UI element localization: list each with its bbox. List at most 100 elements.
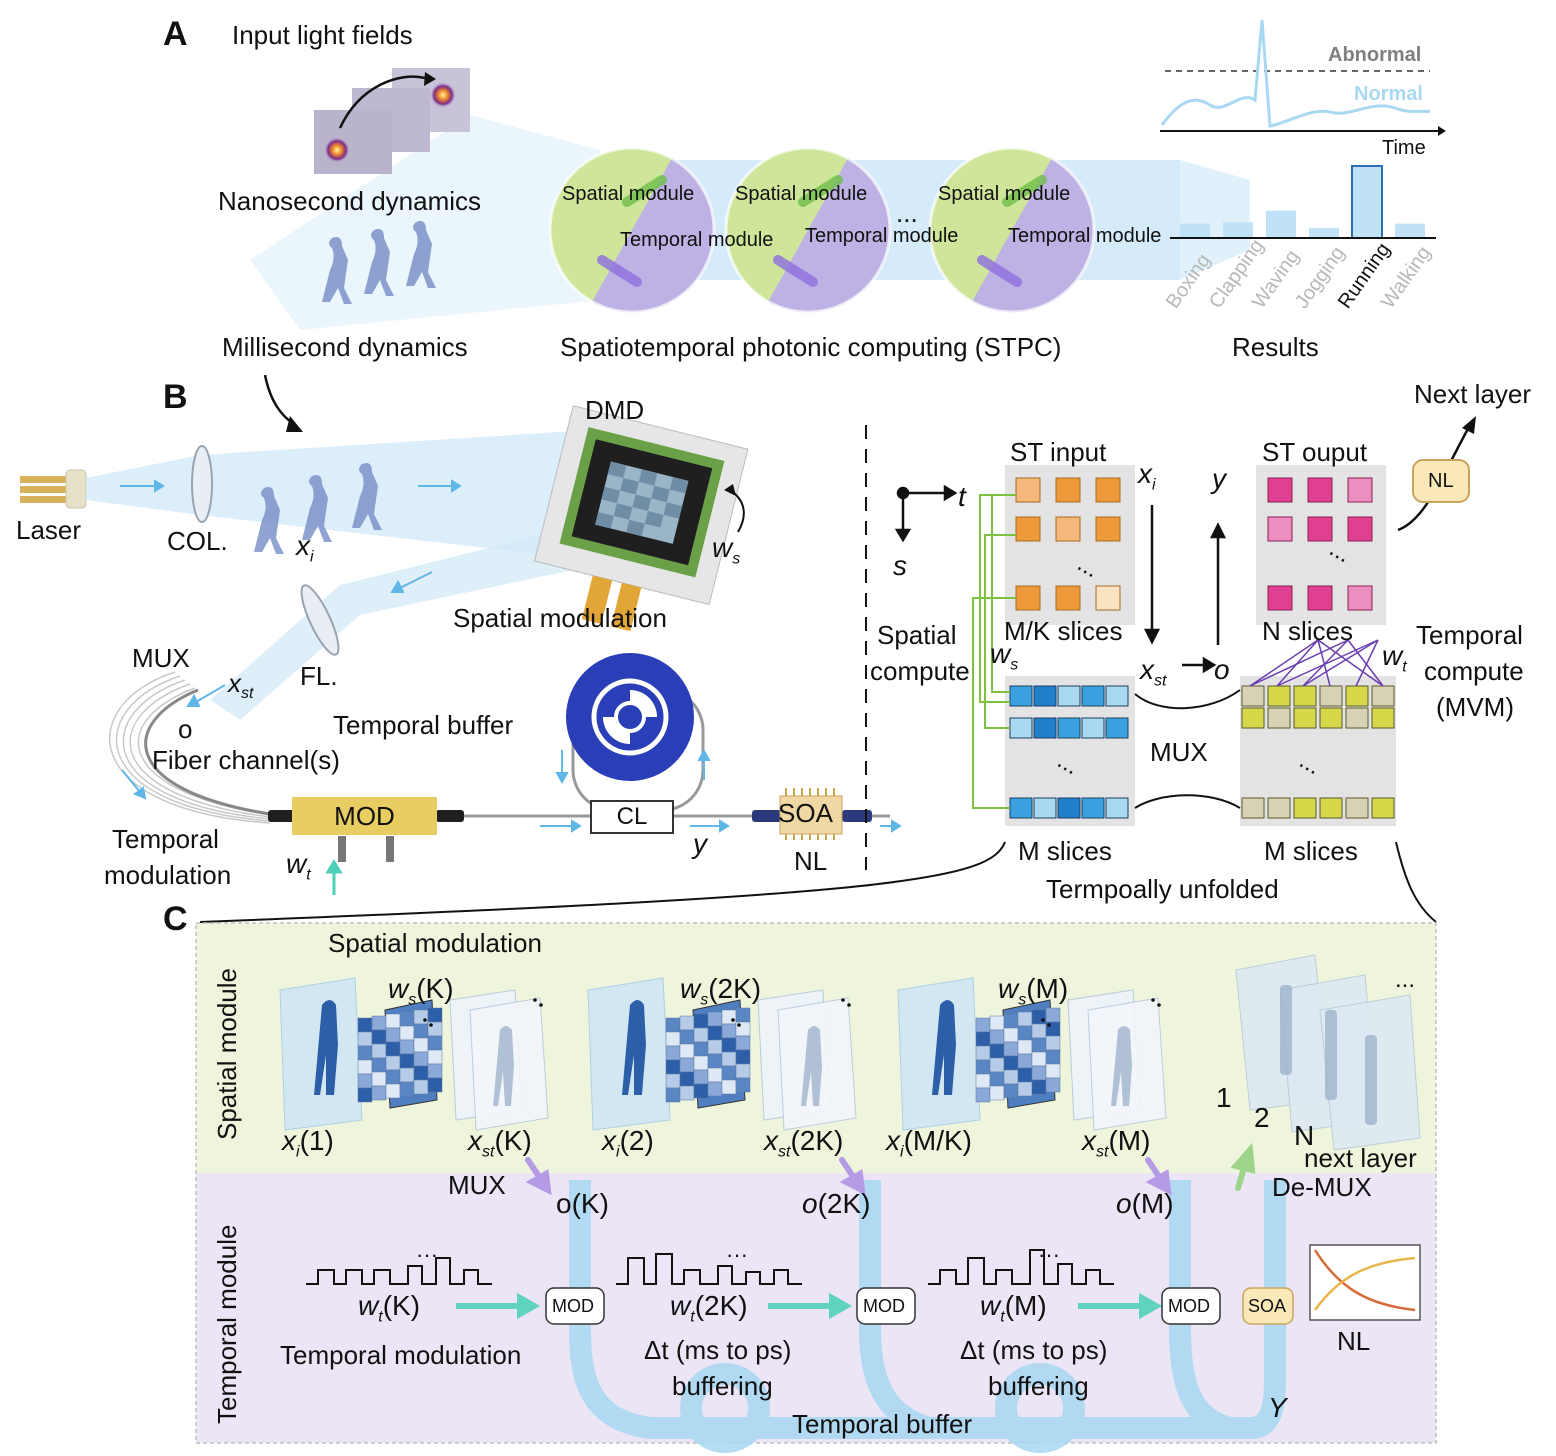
temporal-module-vertical-label: Temporal module [212, 1224, 242, 1424]
st-output-cell [1347, 516, 1373, 542]
pulse-trains: ··· ··· ··· [306, 1242, 1114, 1285]
temporal-fiber-path [569, 1180, 1286, 1453]
pulse-ellipsis-2: ··· [726, 1242, 748, 1267]
wt-arrow [325, 859, 343, 895]
cl-box: CL [590, 800, 674, 834]
m-temporal-cell [1241, 707, 1265, 729]
m-temporal-cell [1241, 797, 1265, 819]
temporal-modulation-label-b-1: Temporal [112, 824, 219, 854]
st-input-cell [1095, 585, 1121, 611]
buffering-1-top: Δt (ms to ps) [644, 1335, 792, 1365]
wt-label-c-3: wt(M) [980, 1290, 1047, 1326]
module3-temporal-label: Temporal module [1008, 225, 1162, 247]
m-spatial-cell [1009, 717, 1033, 739]
mux-curve-bottom [1134, 794, 1241, 809]
pulse-train-2 [616, 1253, 802, 1285]
panel-c-letter: C [163, 900, 188, 938]
stpc-module-discs [548, 146, 1096, 314]
nl-curve-plot [1309, 1244, 1421, 1321]
m-temporal-cell [1319, 797, 1343, 819]
fiber-spool [566, 653, 705, 812]
m-temporal-cell [1345, 685, 1369, 707]
xst-label-c-2: xst(2K) [764, 1125, 844, 1161]
m-temporal-cell [1345, 797, 1369, 819]
pulse-ellipsis-3: ··· [1038, 1242, 1060, 1267]
demux-label: De-MUX [1272, 1172, 1372, 1202]
xi-label-c-3: xi(M/K) [886, 1125, 972, 1161]
soa-device [752, 788, 872, 840]
spatial-connectors [972, 494, 1016, 809]
m-slices-left-label: M slices [1018, 836, 1112, 866]
normal-label: Normal [1354, 83, 1423, 105]
st-output-cell [1347, 477, 1373, 503]
m-spatial-cell [1081, 685, 1105, 707]
col-label: COL. [167, 526, 228, 556]
st-output-cell [1267, 585, 1293, 611]
nl-box-b [1412, 459, 1470, 503]
laser-label: Laser [16, 515, 82, 545]
m-temporal-cell [1371, 707, 1395, 729]
mod-pin-2 [386, 836, 394, 862]
m-temporal-cell [1267, 685, 1291, 707]
mvm-lines [1249, 639, 1384, 687]
c-mod-label-2: MOD [863, 1296, 905, 1316]
next-layer-label-b: Next layer [1414, 379, 1532, 409]
t-axis-label: t [958, 481, 966, 512]
m-spatial-cell [1081, 797, 1105, 819]
fiber-main [144, 688, 271, 816]
results-time-trace [1160, 19, 1446, 136]
st-input-cell [1055, 585, 1081, 611]
panel-c-border [195, 922, 1437, 1444]
st-input-cell [1015, 477, 1041, 503]
abnormal-label: Abnormal [1328, 44, 1422, 66]
st-output-title: ST ouput [1262, 437, 1368, 467]
fiber-arrow [121, 769, 147, 800]
buffering-1-bottom: buffering [672, 1371, 773, 1401]
temporal-buffer-label-b: Temporal buffer [333, 710, 514, 740]
m-spatial-cell [1033, 717, 1057, 739]
temporal-compute-label-2: compute [1424, 656, 1524, 686]
panel-b-letter: B [163, 378, 188, 416]
ws-label-b: ws [712, 532, 741, 568]
m-spatial-cell [1057, 685, 1081, 707]
mod-connector-left [268, 810, 296, 822]
n-slices-label: N slices [1262, 616, 1354, 646]
st-input-cell [1015, 516, 1041, 542]
ws-label-c-1: ws(K) [388, 973, 454, 1009]
st-input-cell [1055, 477, 1081, 503]
spatial-group-graphics [279, 977, 1167, 1131]
s-axis-label: s [893, 550, 907, 581]
wt-label-c-1: wt(K) [358, 1290, 421, 1326]
zoom-curve-left [199, 841, 1006, 923]
xi-label-c-2: xi(2) [602, 1125, 654, 1161]
module1-spatial-label: Spatial module [562, 183, 695, 205]
st-input-cell [1095, 516, 1121, 542]
st-output-cell [1307, 516, 1333, 542]
xi-label-c-1: xi(1) [282, 1125, 334, 1161]
m-spatial-cell [1081, 717, 1105, 739]
stack-label-1: 1 [1216, 1082, 1232, 1113]
bar-clapping [1223, 222, 1253, 238]
m-spatial-cell [1009, 685, 1033, 707]
xst-label-c-3: xst(M) [1082, 1125, 1151, 1161]
st-output-cell [1267, 477, 1293, 503]
o-label-c-2: o(2K) [802, 1188, 871, 1219]
m-temporal-cell [1345, 707, 1369, 729]
module2-temporal-label: Temporal module [805, 225, 959, 247]
c-mod-box-3 [1161, 1287, 1221, 1325]
millisecond-dynamics-label: Millisecond dynamics [222, 332, 468, 362]
c-soa-box [1242, 1287, 1294, 1325]
o-label-c-3: o(M) [1116, 1188, 1174, 1219]
st-input-cell [1095, 477, 1121, 503]
c-mod-box-1 [545, 1287, 605, 1325]
module-ellipsis: ... [896, 198, 918, 228]
bar-jogging [1309, 227, 1339, 238]
teal-arrows [456, 1292, 1163, 1320]
beam-arrows [120, 479, 462, 707]
panel-a-letter: A [163, 15, 188, 53]
m-spatial-cell [1009, 797, 1033, 819]
m-spatial-cell [1057, 717, 1081, 739]
st-input-cell [1055, 516, 1081, 542]
st-output-cell [1347, 585, 1373, 611]
pulse-ellipsis-1: ··· [416, 1242, 438, 1267]
